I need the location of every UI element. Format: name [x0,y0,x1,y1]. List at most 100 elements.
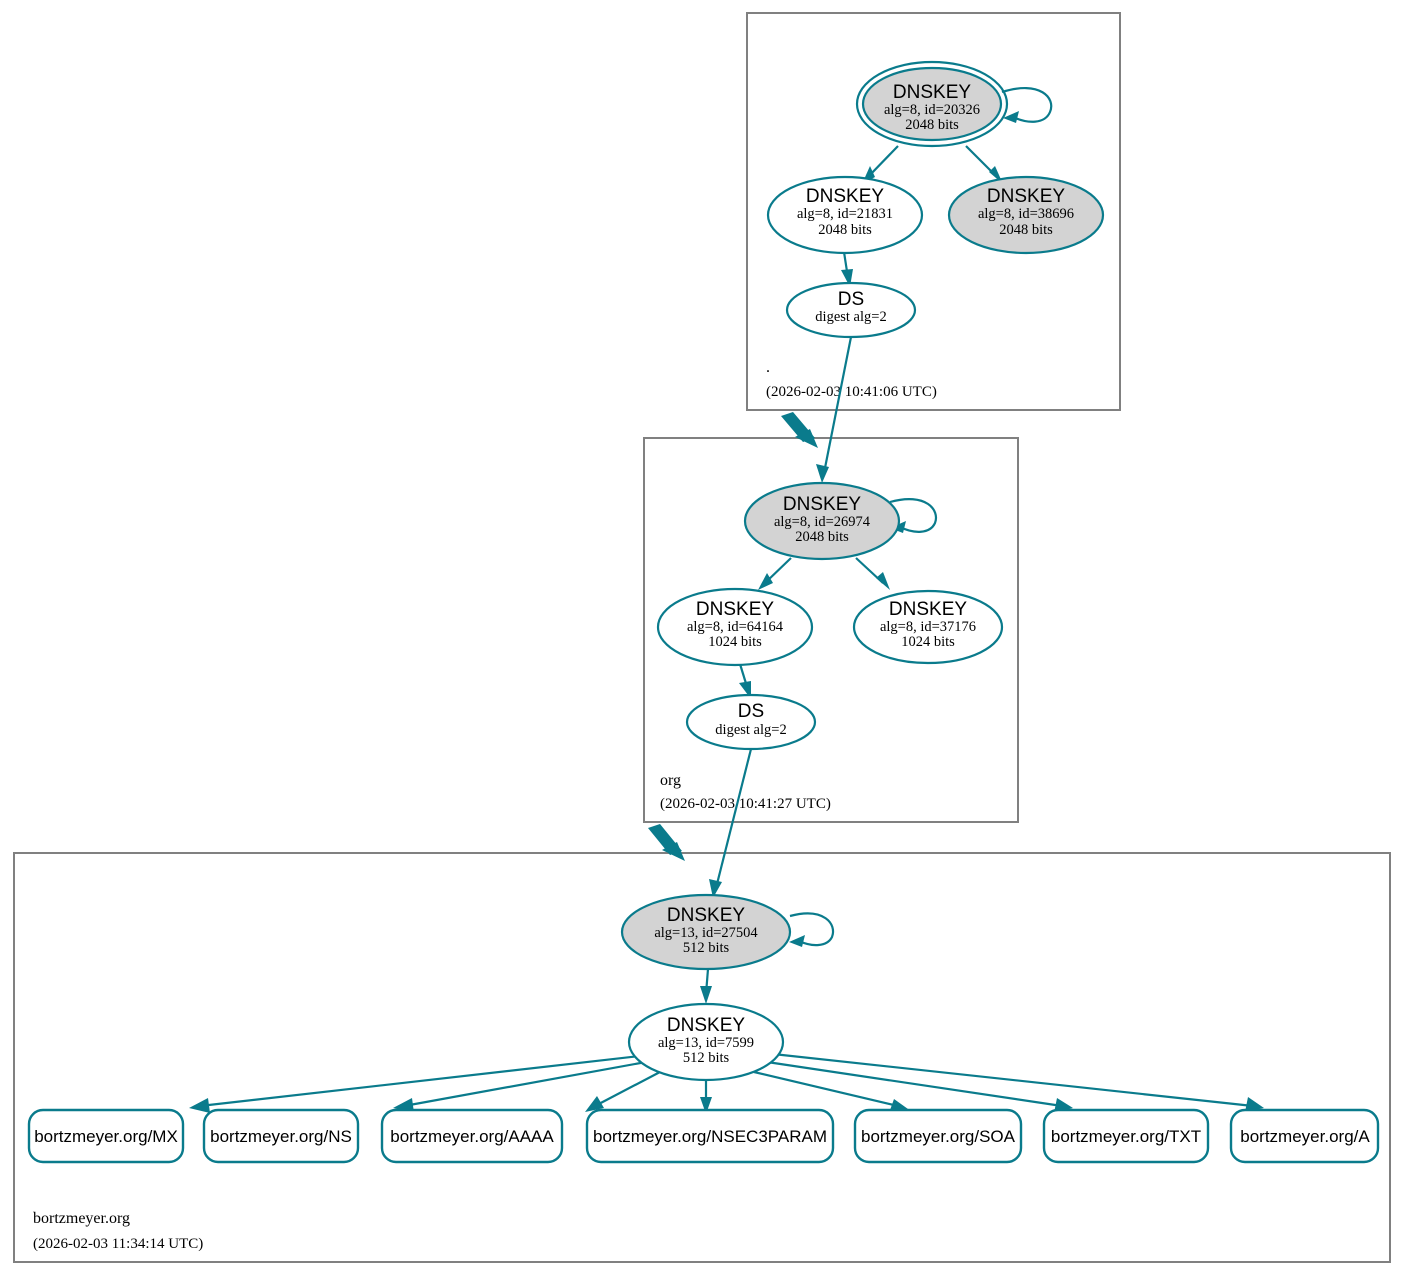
rrset-bortzmeyer-org-nsec3param[interactable]: bortzmeyer.org/NSEC3PARAM [585,1108,835,1164]
node-root-zsk-21831-title: DNSKEY [806,186,884,207]
edge-zsk-to-a [772,1052,1254,1108]
node-bz-zsk-shape [627,1002,785,1082]
arrowhead-root-ksk-selfsign [1003,111,1019,123]
rrset-bortzmeyer-org-a-label: bortzmeyer.org/A [1240,1127,1370,1146]
node-root-ds-title: DS [838,289,864,310]
node-org-zsk-37176-title: DNSKEY [889,599,967,620]
edge-bz-ksk-selfsign [789,912,835,947]
rrset-bortzmeyer-org-mx-label: bortzmeyer.org/MX [34,1127,178,1146]
rrset-bortzmeyer-org-soa-label: bortzmeyer.org/SOA [861,1127,1016,1146]
node-org-zsk-37176-shape [852,589,1004,665]
node-bz-zsk[interactable]: DNSKEY alg=13, id=7599 512 bits [627,1002,785,1082]
node-org-zsk-64164-title: DNSKEY [696,599,774,620]
arrowhead-zsk-to-aaaa [585,1096,604,1112]
node-root-ds[interactable]: DS digest alg=2 [785,281,917,339]
node-org-ksk-line2: alg=8, id=26974 [774,514,871,530]
node-org-ds-line2: digest alg=2 [715,722,786,738]
rrset-bortzmeyer-org-aaaa[interactable]: bortzmeyer.org/AAAA [380,1108,564,1164]
delegation-org-to-bortzmeyer-head [662,842,685,861]
rrset-bortzmeyer-org-a[interactable]: bortzmeyer.org/A [1229,1108,1380,1164]
node-root-ds-line2: digest alg=2 [815,309,886,325]
node-bz-ksk-title: DNSKEY [667,905,745,926]
delegation-root-to-org-head [795,429,818,448]
rrset-bortzmeyer-org-soa[interactable]: bortzmeyer.org/SOA [853,1108,1023,1164]
delegation-root-to-org [781,412,818,448]
node-root-ksk-line3: 2048 bits [905,117,959,133]
rrset-bortzmeyer-org-soa-box [853,1108,1023,1164]
edge-zsk-to-mx [199,1054,641,1108]
node-root-zsk-21831-line3: 2048 bits [818,222,872,238]
zone-bortzmeyer [13,852,1391,1263]
node-org-zsk-37176-line2: alg=8, id=37176 [880,619,976,635]
zone-root-border [746,12,1121,411]
rrset-bortzmeyer-org-txt[interactable]: bortzmeyer.org/TXT [1042,1108,1210,1164]
node-root-ksk[interactable]: DNSKEY alg=8, id=20326 2048 bits [855,60,1009,148]
node-bz-ksk[interactable]: DNSKEY alg=13, id=27504 512 bits [620,893,792,971]
node-org-zsk-64164-line2: alg=8, id=64164 [687,619,784,635]
arrowhead-bz-ksk-selfsign [789,935,805,947]
edge-root-ds-to-org-ksk [822,336,853,474]
node-root-zsk-38696-line2: alg=8, id=38696 [978,206,1074,222]
node-root-zsk-21831-shape [766,175,924,255]
node-root-ksk-title: DNSKEY [893,82,971,103]
node-bz-ksk-shape [620,893,792,971]
node-bz-zsk-line2: alg=13, id=7599 [658,1035,754,1051]
edge-zsk-to-soa [753,1070,899,1108]
edge-zsk-to-aaaa [594,1071,661,1107]
arrowhead-zsk-to-a [1245,1097,1264,1112]
edge-zsk-to-ns [403,1060,647,1108]
rrset-bortzmeyer-org-aaaa-label: bortzmeyer.org/AAAA [390,1127,554,1146]
arrowhead-org-ksk-to-37176 [876,572,890,590]
edge-root-ksk-selfsign [1001,86,1053,123]
rrset-bortzmeyer-org-mx[interactable]: bortzmeyer.org/MX [27,1108,185,1164]
arrowhead-bz-ksk-to-zsk [700,986,712,1004]
node-org-ksk-title: DNSKEY [783,494,861,515]
node-bz-zsk-line3: 512 bits [683,1050,730,1066]
arrowhead-org-ds-to-bz-ksk [709,879,722,898]
arrowhead-root-ds-to-org-ksk [816,464,829,483]
node-org-ds-title: DS [738,701,764,722]
node-org-zsk-64164-shape [656,587,814,667]
node-root-zsk-21831[interactable]: DNSKEY alg=8, id=21831 2048 bits [766,175,924,255]
rrset-bortzmeyer-org-nsec3param-label: bortzmeyer.org/NSEC3PARAM [593,1127,827,1146]
rrset-bortzmeyer-org-ns-box [202,1108,360,1164]
node-bz-ksk-line2: alg=13, id=27504 [654,925,758,941]
node-root-zsk-38696-title: DNSKEY [987,186,1065,207]
node-org-ds[interactable]: DS digest alg=2 [685,693,817,751]
edge-org-ksk-selfsign [889,498,938,533]
edge-root-ksk-to-21831 [867,145,899,178]
node-root-zsk-38696-line3: 2048 bits [999,222,1053,238]
arrowhead-zsk-to-nsec3param [700,1097,712,1114]
node-root-zsk-38696[interactable]: DNSKEY alg=8, id=38696 2048 bits [947,175,1105,255]
node-org-ksk[interactable]: DNSKEY alg=8, id=26974 2048 bits [743,481,901,561]
rrset-bortzmeyer-org-txt-box [1042,1108,1210,1164]
node-root-ksk-trust-anchor-ring [855,60,1009,148]
rrset-bortzmeyer-org-mx-box [27,1108,185,1164]
node-org-zsk-37176[interactable]: DNSKEY alg=8, id=37176 1024 bits [852,589,1004,665]
rrset-bortzmeyer-org-nsec3param-box [585,1108,835,1164]
node-bz-zsk-title: DNSKEY [667,1015,745,1036]
rrset-row: bortzmeyer.org/MX bortzmeyer.org/NS bort… [27,1108,1380,1164]
rrset-bortzmeyer-org-ns[interactable]: bortzmeyer.org/NS [202,1108,360,1164]
zone-root: DNSKEY alg=8, id=20326 2048 bits DNSKEY … [746,12,1121,411]
node-org-zsk-64164[interactable]: DNSKEY alg=8, id=64164 1024 bits [656,587,814,667]
zone-root-timestamp: (2026-02-03 10:41:06 UTC) [766,384,937,400]
rrset-bortzmeyer-org-aaaa-box [380,1108,564,1164]
zone-root-name: . [766,359,770,376]
edges-zsk-to-rrsets [189,1052,1264,1114]
rrset-bortzmeyer-org-ns-label: bortzmeyer.org/NS [210,1127,352,1146]
node-root-zsk-21831-line2: alg=8, id=21831 [797,206,893,222]
node-org-zsk-37176-line3: 1024 bits [901,634,955,650]
arrowhead-zsk-to-mx [189,1098,210,1113]
zone-bortzmeyer-timestamp: (2026-02-03 11:34:14 UTC) [33,1236,203,1252]
edge-zsk-to-txt [766,1060,1063,1108]
node-bz-ksk-line3: 512 bits [683,940,730,956]
zone-org: DNSKEY alg=8, id=26974 2048 bits DNSKEY … [643,437,1019,823]
node-org-zsk-64164-line3: 1024 bits [708,634,762,650]
rrset-bortzmeyer-org-txt-label: bortzmeyer.org/TXT [1051,1127,1201,1146]
node-root-ksk-line2: alg=8, id=20326 [884,102,980,118]
delegation-org-to-bortzmeyer [648,824,685,861]
rrset-bortzmeyer-org-a-box [1229,1108,1380,1164]
zone-org-timestamp: (2026-02-03 10:41:27 UTC) [660,796,831,812]
